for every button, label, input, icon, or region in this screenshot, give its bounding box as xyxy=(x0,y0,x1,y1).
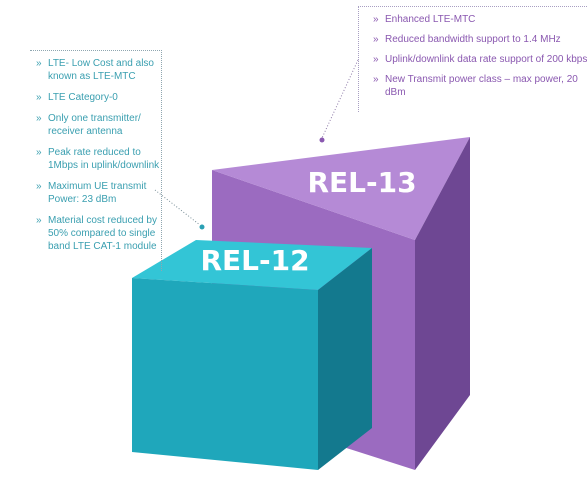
rel13-connector xyxy=(321,59,359,139)
rel12-top-face xyxy=(132,240,372,290)
rel12-connector-dot xyxy=(199,224,205,230)
rel12-feature: LTE- Low Cost and also known as LTE-MTC xyxy=(36,57,161,83)
rel12-feature: Peak rate reduced to 1Mbps in uplink/dow… xyxy=(36,146,161,172)
rel13-feature: Uplink/downlink data rate support of 200… xyxy=(373,53,588,66)
rel13-feature: Enhanced LTE-MTC xyxy=(373,13,588,26)
rel12-feature: Maximum UE transmit Power: 23 dBm xyxy=(36,180,161,206)
rel12-front-face xyxy=(132,278,318,470)
rel12-side-face xyxy=(318,248,372,470)
rel13-features-list: Enhanced LTE-MTC Reduced bandwidth suppo… xyxy=(373,13,588,99)
rel12-label: REL-12 xyxy=(200,244,309,277)
rel12-features-panel: LTE- Low Cost and also known as LTE-MTC … xyxy=(30,50,162,271)
rel13-top-face xyxy=(212,137,470,240)
rel12-cube xyxy=(132,240,372,470)
rel13-label: REL-13 xyxy=(307,166,416,199)
rel12-feature: Only one transmitter/ receiver antenna xyxy=(36,112,161,138)
rel13-feature: Reduced bandwidth support to 1.4 MHz xyxy=(373,33,588,46)
rel12-feature: LTE Category-0 xyxy=(36,91,161,104)
rel12-connector xyxy=(154,189,201,226)
rel13-feature: New Transmit power class – max power, 20… xyxy=(373,73,588,99)
rel12-feature: Material cost reduced by 50% compared to… xyxy=(36,214,161,253)
rel13-side-face xyxy=(415,137,470,470)
rel13-connector-dot xyxy=(319,137,325,143)
rel13-features-panel: Enhanced LTE-MTC Reduced bandwidth suppo… xyxy=(358,6,588,112)
rel12-features-list: LTE- Low Cost and also known as LTE-MTC … xyxy=(36,57,161,253)
